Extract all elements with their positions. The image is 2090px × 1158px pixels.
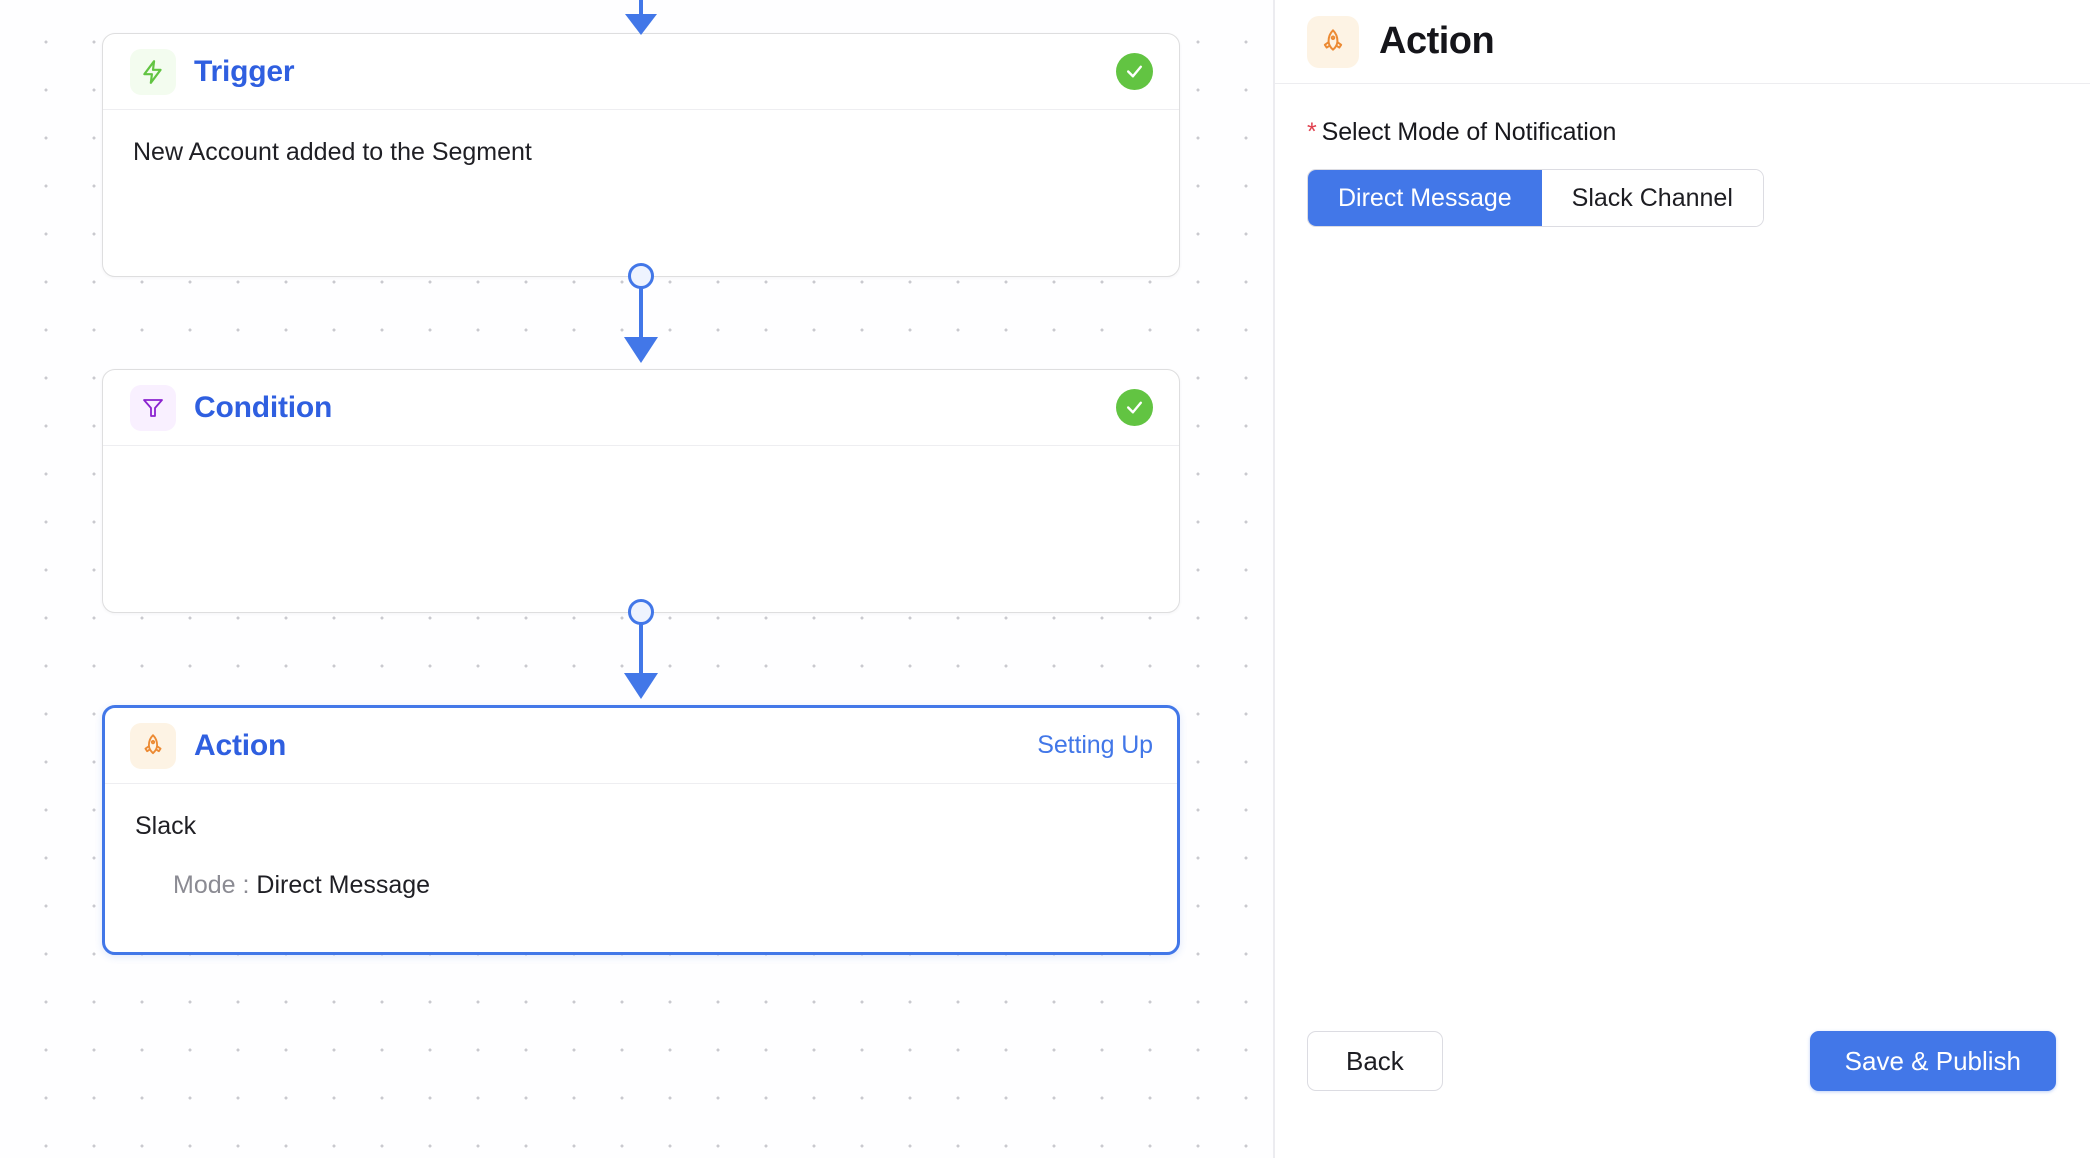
node-header: Action Setting Up	[105, 708, 1177, 784]
workflow-node-trigger[interactable]: Trigger New Account added to the Segment	[102, 33, 1180, 277]
panel-title: Action	[1379, 20, 1495, 62]
workflow-node-condition[interactable]: Condition	[102, 369, 1180, 613]
status-check-icon	[1116, 389, 1153, 426]
node-header-right	[1116, 53, 1153, 90]
save-and-publish-button[interactable]: Save & Publish	[1809, 1031, 2056, 1091]
segment-direct-message[interactable]: Direct Message	[1308, 170, 1542, 226]
funnel-icon	[130, 384, 176, 431]
connector-trigger-condition	[624, 276, 658, 363]
mode-field-label: *Select Mode of Notification	[1307, 118, 2056, 147]
workflow-canvas[interactable]: Trigger New Account added to the Segment	[0, 0, 1273, 1158]
node-body: Slack Mode : Direct Message	[105, 784, 1177, 931]
node-header: Condition	[103, 370, 1179, 446]
rocket-icon	[130, 722, 176, 769]
lightning-bolt-icon	[130, 48, 176, 95]
node-body	[103, 446, 1179, 566]
panel-header: Action	[1273, 0, 2090, 84]
panel-body: *Select Mode of Notification Direct Mess…	[1273, 84, 2090, 227]
node-status-link[interactable]: Setting Up	[1037, 731, 1153, 759]
status-check-icon	[1116, 53, 1153, 90]
action-config-panel: Action *Select Mode of Notification Dire…	[1273, 0, 2090, 1158]
node-title: Action	[194, 728, 287, 762]
panel-footer: Back Save & Publish	[1273, 1008, 2090, 1158]
node-body: New Account added to the Segment	[103, 110, 1179, 199]
node-title: Condition	[194, 390, 333, 424]
node-detail-value: Direct Message	[256, 870, 431, 899]
node-body-text: New Account added to the Segment	[133, 138, 532, 166]
node-title: Trigger	[194, 54, 295, 88]
rocket-icon	[1307, 15, 1359, 68]
node-body-text: Slack	[135, 812, 197, 840]
node-header: Trigger	[103, 34, 1179, 110]
node-detail-row: Mode : Direct Message	[135, 869, 1147, 902]
node-header-right	[1116, 389, 1153, 426]
notification-mode-segmented-control[interactable]: Direct Message Slack Channel	[1307, 169, 1764, 227]
required-marker: *	[1307, 118, 1317, 146]
segment-slack-channel[interactable]: Slack Channel	[1541, 170, 1763, 226]
workflow-node-action[interactable]: Action Setting Up Slack Mode : Direct Me…	[102, 705, 1180, 955]
node-header-right: Setting Up	[1037, 731, 1153, 760]
connector-arrow-top	[625, 0, 657, 35]
mode-field-label-text: Select Mode of Notification	[1321, 118, 1617, 146]
connector-condition-action	[624, 612, 658, 699]
back-button[interactable]: Back	[1307, 1031, 1443, 1091]
node-detail-key: Mode :	[173, 870, 250, 899]
connector-handle-trigger[interactable]	[628, 263, 654, 289]
panel-divider	[1273, 0, 1275, 1158]
connector-handle-condition[interactable]	[628, 599, 654, 625]
